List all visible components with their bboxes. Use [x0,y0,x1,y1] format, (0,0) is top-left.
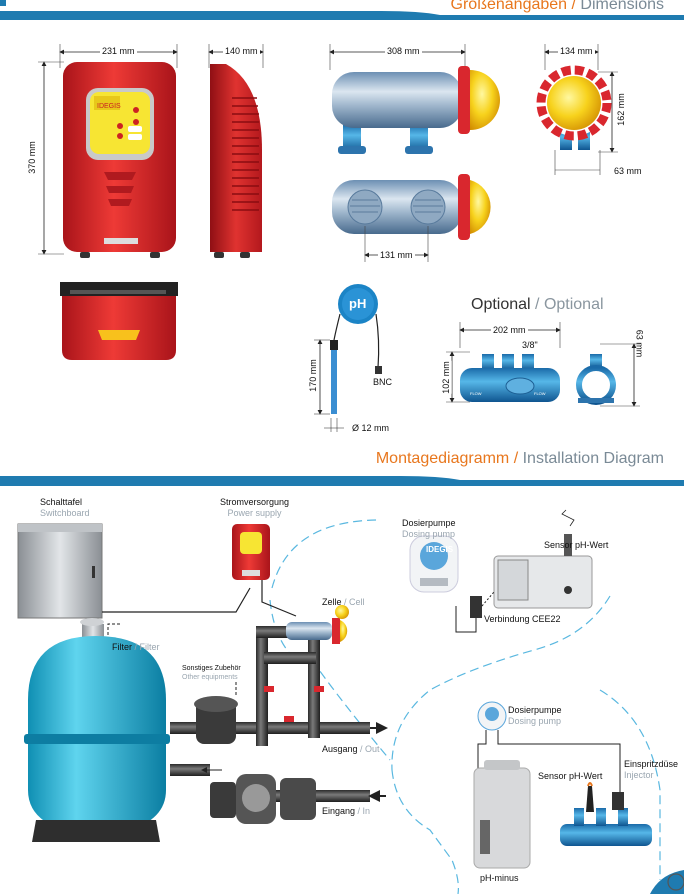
label-connection: Verbindung CEE22 [484,614,561,624]
label-inlet-de: Eingang [322,806,356,816]
label-filter-en: Filter [139,642,160,652]
dim-depth-side: 140 mm [223,46,260,57]
label-switchboard: Schalttafel Switchboard [40,497,90,519]
header-band-top [0,0,684,20]
label-sensor-ph-top: Sensor pH-Wert [544,540,609,550]
control-unit-front: IDEGIS [38,44,178,258]
label-injector-de: Einspritzdüse [624,759,679,769]
label-other-de: Sonstiges Zubehör [182,665,241,672]
device-brand-label: IDEGIS [426,545,454,554]
optional-title-en: Optional [543,296,604,313]
label-filter-sep: / [132,642,140,652]
svg-text:FLOW: FLOW [534,391,546,396]
dim-ph-length: 170 mm [307,359,319,392]
dim-width-front: 231 mm [100,46,137,57]
dim-ph-diameter: Ø 12 mm [352,423,390,433]
installation-diagram [17,509,684,894]
dim-cell-height: 162 mm [615,93,627,126]
dim-ph-connector: BNC [373,377,393,387]
label-outlet-de: Ausgang [322,744,358,754]
optional-pipe-drawing: FLOW FLOW [446,322,640,407]
dim-cell-port-spacing: 131 mm [378,250,415,261]
label-ph-minus: pH-minus [480,873,519,883]
label-power-supply: Stromversorgung Power supply [220,497,289,519]
svg-text:FLOW: FLOW [470,391,482,396]
label-dosing-pump-bottom: Dosierpumpe Dosing pump [508,705,562,727]
header-dimensions: Größenangaben / Dimensions [451,0,664,14]
dim-opt-length: 202 mm [491,325,528,336]
header-dimensions-sep: / [567,0,581,13]
label-other-equipments: Sonstiges Zubehör Other equipments [182,664,241,682]
label-outlet-en: Out [365,744,380,754]
control-unit-side [208,44,264,258]
optional-title-de: Optional [471,296,531,313]
label-switchboard-en: Switchboard [40,508,90,518]
label-power-supply-de: Stromversorgung [220,497,290,507]
label-outlet: Ausgang / Out [322,744,380,755]
label-inlet: Eingang / In [322,806,370,817]
dim-opt-height: 102 mm [440,361,452,394]
header-installation: Montagediagramm / Installation Diagram [376,450,664,468]
header-installation-de: Montagediagramm [375,450,510,467]
svg-text:IDEGIS: IDEGIS [97,103,121,110]
label-cell-en: Cell [349,597,365,607]
label-cell-de: Zelle [322,597,342,607]
optional-title: Optional / Optional [471,296,604,314]
dim-cell-length: 308 mm [385,46,422,57]
label-outlet-sep: / [357,744,366,754]
header-dimensions-en: Dimensions [580,0,664,13]
label-cell-sep: / [341,597,350,607]
optional-title-sep: / [530,296,544,313]
label-power-supply-en: Power supply [227,508,282,518]
dim-opt-clamp: 63 mm [634,329,645,358]
cell-front-view [536,44,618,175]
ph-sensor-drawing [314,284,382,432]
label-dosing-pump-top-en: Dosing pump [402,529,456,539]
ph-label: pH [349,296,367,311]
header-dimensions-de: Größenangaben [450,0,568,13]
label-dosing-pump-top-de: Dosierpumpe [402,518,456,528]
header-band-installation [0,476,684,486]
label-injector-en: Injector [624,770,654,780]
control-unit-bottom [60,282,178,360]
dim-cell-port: 63 mm [614,166,642,176]
header-installation-sep: / [509,450,523,467]
label-sensor-ph-bottom: Sensor pH-Wert [538,771,603,781]
label-other-en: Other equipments [182,674,238,681]
cell-side-view [329,44,500,154]
cell-top-view [332,174,491,262]
label-inlet-sep: / [355,806,363,816]
label-inlet-en: In [362,806,371,816]
label-filter: Filter / Filter [112,642,160,653]
label-switchboard-de: Schalttafel [40,497,83,507]
header-installation-en: Installation Diagram [522,450,664,467]
dim-height-front: 370 mm [26,141,38,174]
label-filter-de: Filter [112,642,132,652]
label-injector: Einspritzdüse Injector [624,759,678,781]
label-cell: Zelle / Cell [322,597,365,608]
dim-cell-diameter: 134 mm [558,46,595,57]
dim-opt-thread: 3/8" [522,340,538,350]
label-dosing-pump-top: Dosierpumpe Dosing pump [402,518,456,540]
label-dosing-pump-bottom-de: Dosierpumpe [508,705,562,715]
label-dosing-pump-bottom-en: Dosing pump [508,716,562,726]
